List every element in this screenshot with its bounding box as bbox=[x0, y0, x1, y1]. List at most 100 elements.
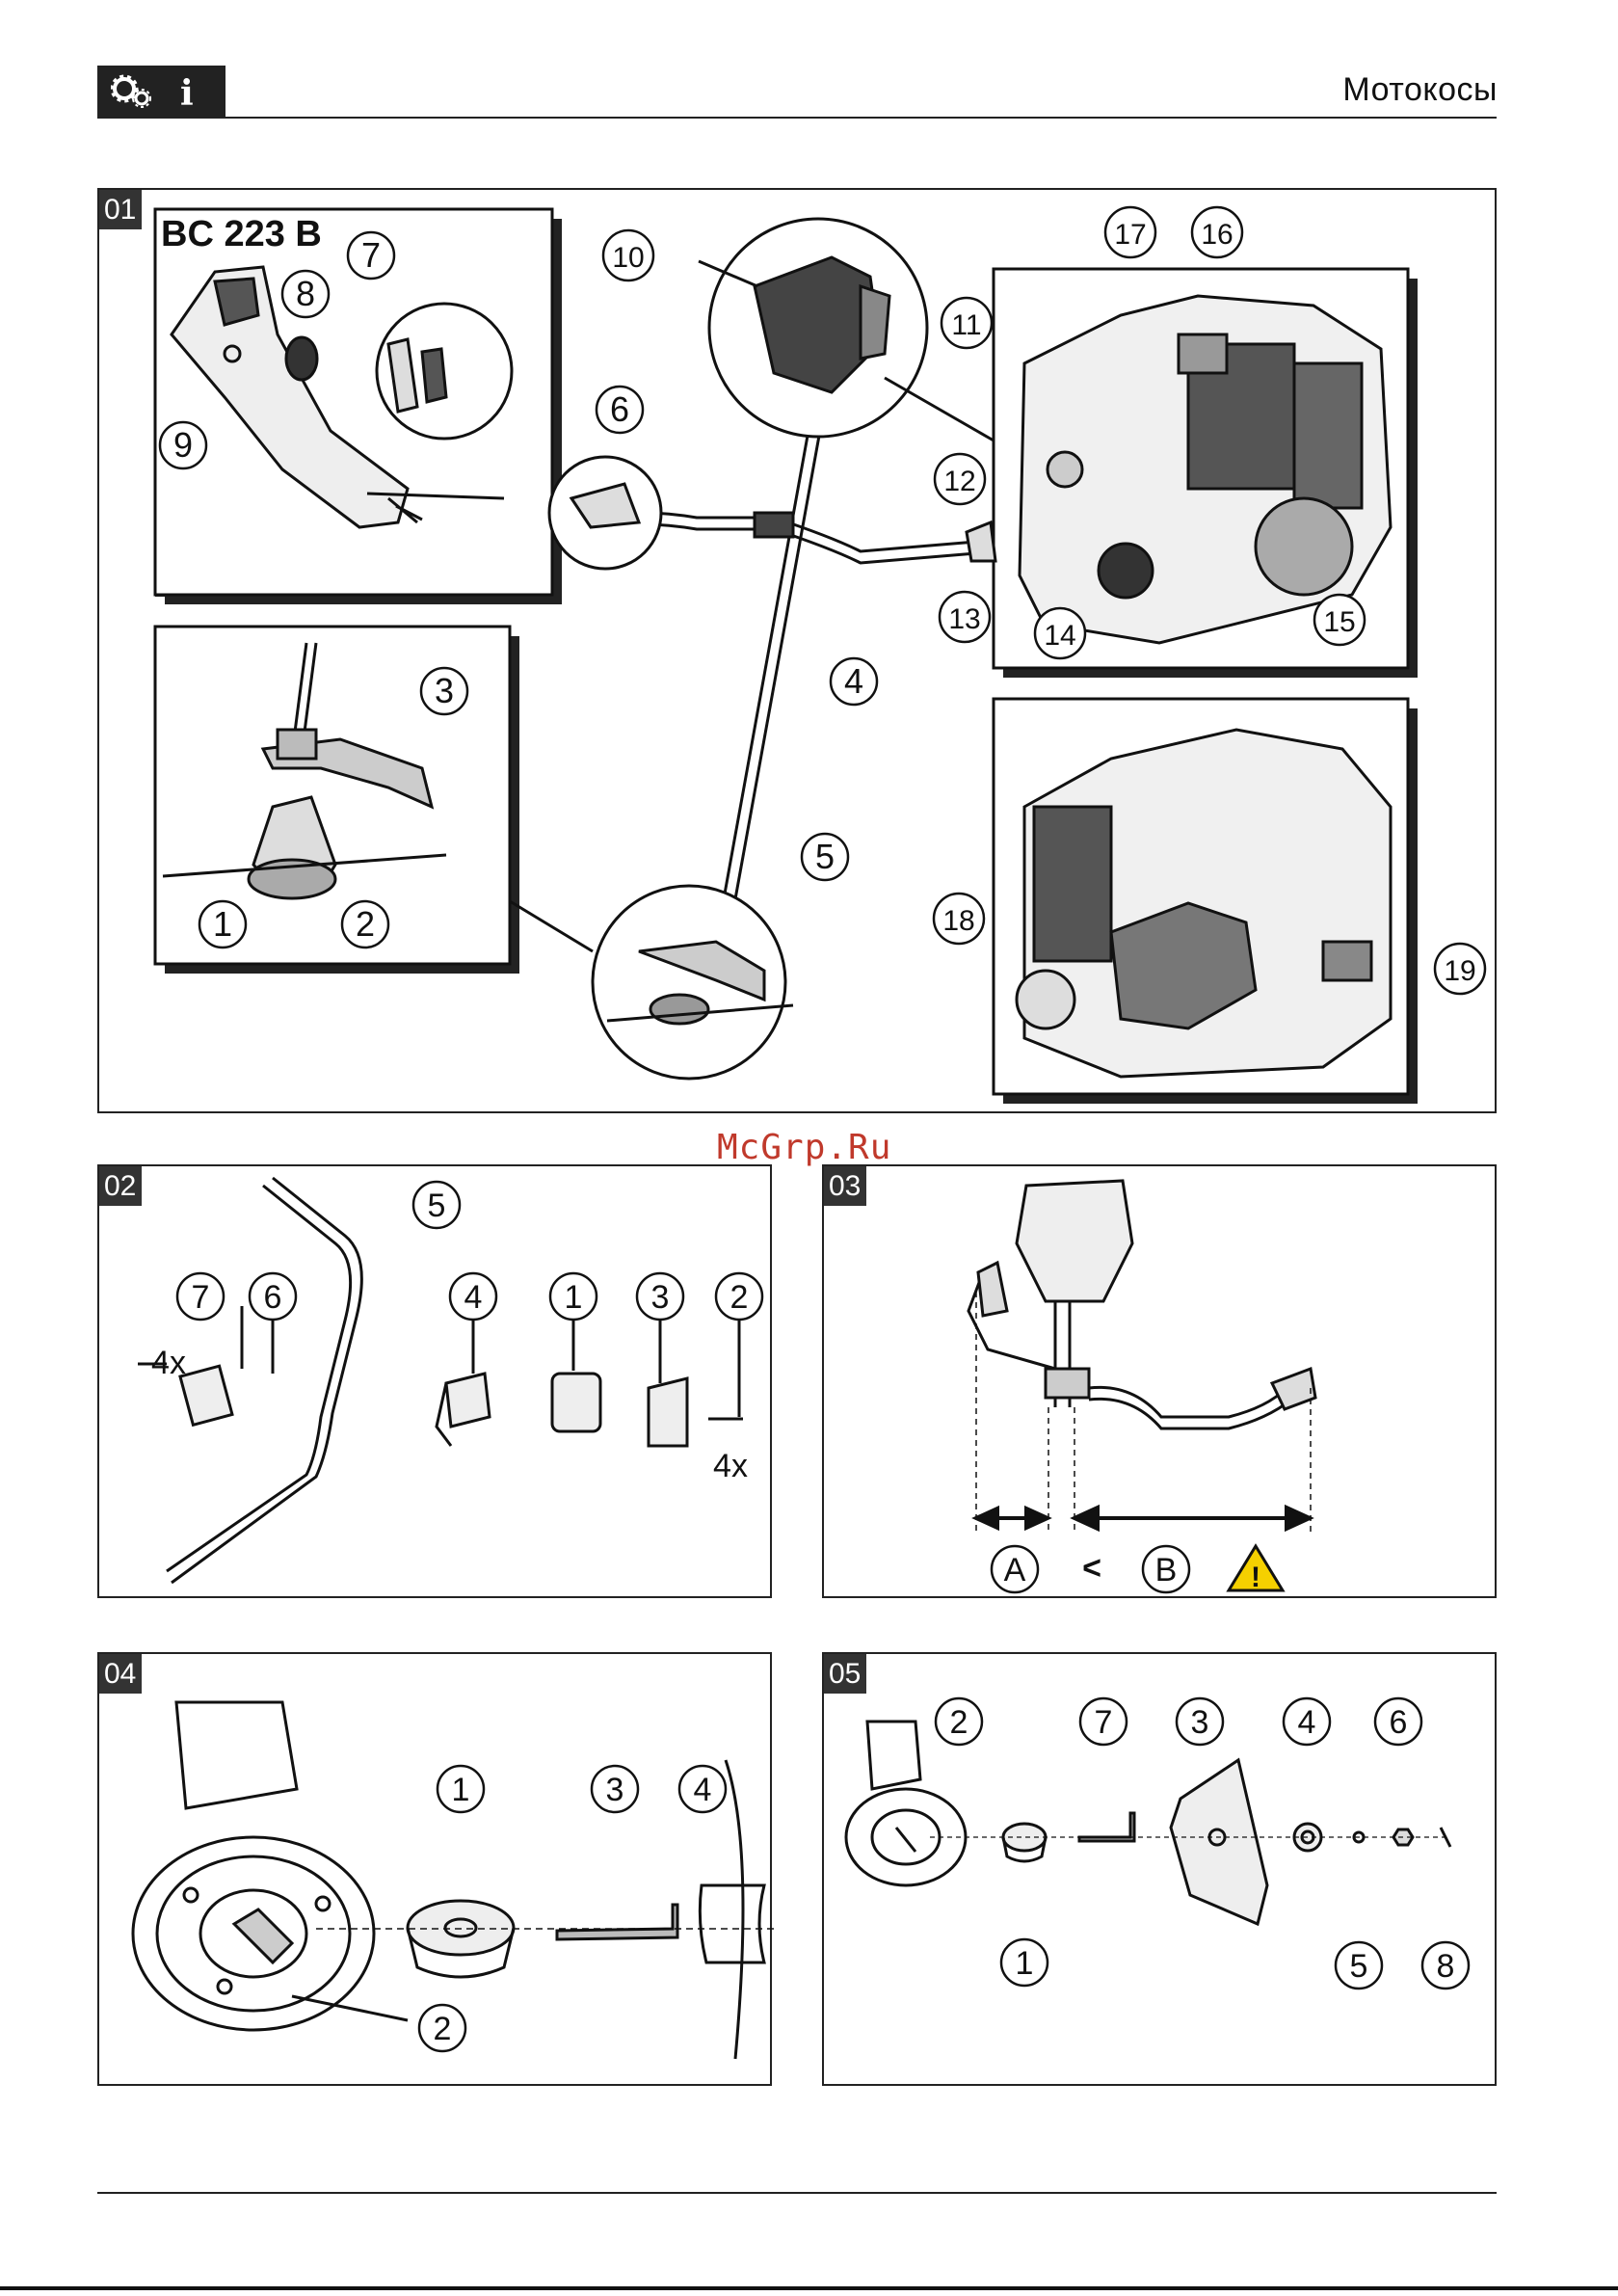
svg-text:1: 1 bbox=[452, 1772, 470, 1808]
svg-text:3: 3 bbox=[606, 1772, 624, 1808]
callout-16: 16 bbox=[1192, 207, 1242, 257]
callout-4: 4 bbox=[679, 1766, 726, 1812]
svg-text:B: B bbox=[1155, 1552, 1178, 1589]
callout-18: 18 bbox=[934, 894, 984, 944]
callout-4: 4 bbox=[831, 658, 877, 705]
page-title: Мотокосы bbox=[1342, 71, 1498, 109]
svg-text:10: 10 bbox=[612, 242, 644, 274]
svg-text:6: 6 bbox=[610, 389, 629, 429]
callout-1: 1 bbox=[199, 901, 246, 948]
callout-2: 2 bbox=[716, 1273, 762, 1320]
svg-text:19: 19 bbox=[1444, 955, 1475, 987]
svg-text:1: 1 bbox=[565, 1279, 583, 1316]
callout-7: 7 bbox=[177, 1273, 224, 1320]
callout-6: 6 bbox=[1375, 1698, 1421, 1745]
header-divider bbox=[97, 117, 1497, 119]
svg-text:8: 8 bbox=[1437, 1948, 1455, 1985]
callout-7: 7 bbox=[348, 232, 394, 279]
svg-text:2: 2 bbox=[950, 1704, 968, 1741]
svg-text:7: 7 bbox=[361, 235, 381, 275]
svg-text:7: 7 bbox=[1095, 1704, 1113, 1741]
svg-text:1: 1 bbox=[1016, 1945, 1034, 1982]
svg-text:13: 13 bbox=[948, 603, 980, 635]
handle-distance-illustration: A < B ! bbox=[824, 1166, 1499, 1600]
page-bottom-edge bbox=[0, 2286, 1618, 2290]
callout-9: 9 bbox=[160, 422, 206, 468]
model-name: BC 223 B bbox=[161, 214, 322, 254]
warning-triangle-icon: ! bbox=[1229, 1546, 1283, 1593]
svg-text:4: 4 bbox=[694, 1772, 712, 1808]
handlebar-assembly-illustration: 5 7 6 4 1 3 2 4x 4x bbox=[99, 1166, 774, 1600]
callout-8: 8 bbox=[1422, 1942, 1469, 1989]
callout-3: 3 bbox=[421, 668, 467, 714]
callout-1: 1 bbox=[1001, 1939, 1048, 1986]
svg-text:5: 5 bbox=[428, 1188, 446, 1224]
blade-mount-step1-illustration: 1 3 4 2 bbox=[99, 1654, 774, 2088]
svg-text:3: 3 bbox=[435, 671, 454, 710]
svg-text:2: 2 bbox=[730, 1279, 749, 1316]
callout-6: 6 bbox=[250, 1273, 296, 1320]
callout-15: 15 bbox=[1314, 595, 1365, 645]
callout-2: 2 bbox=[419, 2005, 465, 2051]
svg-text:1: 1 bbox=[213, 904, 232, 944]
callout-4: 4 bbox=[450, 1273, 496, 1320]
svg-text:4: 4 bbox=[844, 661, 863, 701]
svg-text:11: 11 bbox=[951, 309, 981, 341]
svg-text:17: 17 bbox=[1114, 219, 1146, 251]
figure-panel-03: 03 A < B bbox=[822, 1164, 1497, 1598]
svg-text:2: 2 bbox=[434, 2011, 452, 2047]
figure-panel-02: 02 5 7 6 4 1 3 2 4x 4x bbox=[97, 1164, 772, 1598]
callout-8: 8 bbox=[282, 271, 329, 317]
callout-3: 3 bbox=[1177, 1698, 1223, 1745]
blade-mount-step2-illustration: 2 7 3 4 6 1 5 8 bbox=[824, 1654, 1499, 2088]
svg-text:6: 6 bbox=[264, 1279, 282, 1316]
svg-text:18: 18 bbox=[942, 905, 974, 937]
callout-5: 5 bbox=[1336, 1942, 1382, 1989]
svg-text:5: 5 bbox=[1350, 1948, 1368, 1985]
callout-11: 11 bbox=[942, 298, 992, 348]
callout-1: 1 bbox=[550, 1273, 597, 1320]
callout-2: 2 bbox=[342, 901, 388, 948]
callout-4: 4 bbox=[1284, 1698, 1330, 1745]
svg-text:9: 9 bbox=[173, 425, 193, 465]
gears-icon bbox=[111, 73, 171, 112]
callout-5: 5 bbox=[413, 1182, 460, 1228]
svg-text:2: 2 bbox=[356, 904, 375, 944]
svg-text:3: 3 bbox=[651, 1279, 670, 1316]
footer-divider bbox=[97, 2192, 1497, 2194]
figure-panel-01: 01 BC 223 B bbox=[97, 188, 1497, 1113]
svg-text:8: 8 bbox=[296, 274, 315, 313]
callout-7: 7 bbox=[1080, 1698, 1127, 1745]
section-badge: i bbox=[97, 66, 225, 119]
callout-12: 12 bbox=[935, 454, 985, 504]
quantity-label-screws-6: 4x bbox=[151, 1345, 186, 1381]
brushcutter-overview-illustration: BC 223 B bbox=[99, 190, 1499, 1115]
svg-text:7: 7 bbox=[192, 1279, 210, 1316]
label-distance-b: B bbox=[1143, 1546, 1189, 1592]
svg-text:4: 4 bbox=[464, 1279, 483, 1316]
callout-5: 5 bbox=[802, 834, 848, 880]
label-distance-a: A bbox=[992, 1546, 1038, 1592]
callout-6: 6 bbox=[597, 387, 643, 433]
callout-1: 1 bbox=[438, 1766, 484, 1812]
svg-text:A: A bbox=[1004, 1552, 1026, 1589]
svg-text:6: 6 bbox=[1390, 1704, 1408, 1741]
relation-symbol: < bbox=[1082, 1550, 1101, 1587]
callout-3: 3 bbox=[592, 1766, 638, 1812]
svg-text:16: 16 bbox=[1201, 219, 1233, 251]
watermark: McGrp.Ru bbox=[717, 1128, 891, 1167]
figure-panel-04: 04 1 3 4 2 bbox=[97, 1652, 772, 2086]
svg-text:15: 15 bbox=[1323, 606, 1355, 638]
callout-17: 17 bbox=[1105, 207, 1155, 257]
svg-text:3: 3 bbox=[1191, 1704, 1209, 1741]
info-icon: i bbox=[176, 73, 201, 112]
svg-text:!: ! bbox=[1251, 1562, 1260, 1593]
callout-19: 19 bbox=[1435, 944, 1485, 994]
figure-panel-05: 05 2 7 3 4 6 1 5 8 bbox=[822, 1652, 1497, 2086]
svg-text:i: i bbox=[180, 73, 194, 112]
svg-text:14: 14 bbox=[1044, 620, 1075, 652]
callout-14: 14 bbox=[1035, 608, 1085, 658]
callout-10: 10 bbox=[603, 230, 653, 280]
quantity-label-screws-3: 4x bbox=[713, 1448, 748, 1484]
callout-13: 13 bbox=[940, 592, 990, 642]
